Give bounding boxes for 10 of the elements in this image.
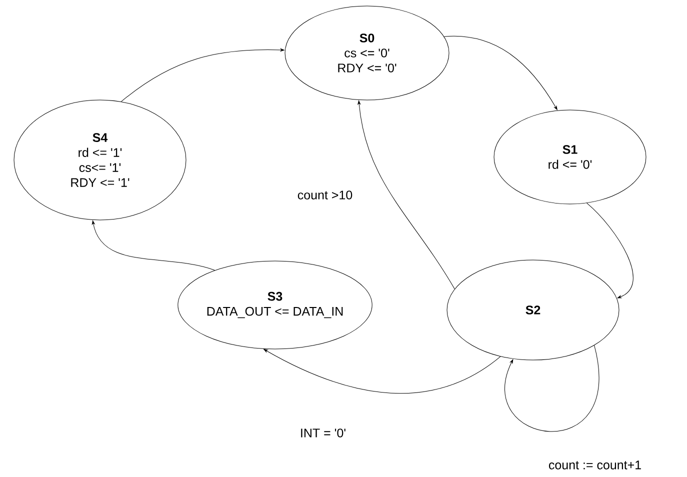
arrow (444, 36, 558, 110)
arrow (121, 48, 284, 102)
arrow (586, 202, 634, 298)
arrow (505, 345, 600, 432)
arrow (92, 220, 216, 270)
edge-label: count >10 (298, 190, 352, 200)
arrow (358, 100, 455, 290)
arrow (264, 349, 501, 394)
edge-label: INT = '0' (301, 428, 346, 438)
edge-label: count := count+1 (548, 460, 641, 470)
